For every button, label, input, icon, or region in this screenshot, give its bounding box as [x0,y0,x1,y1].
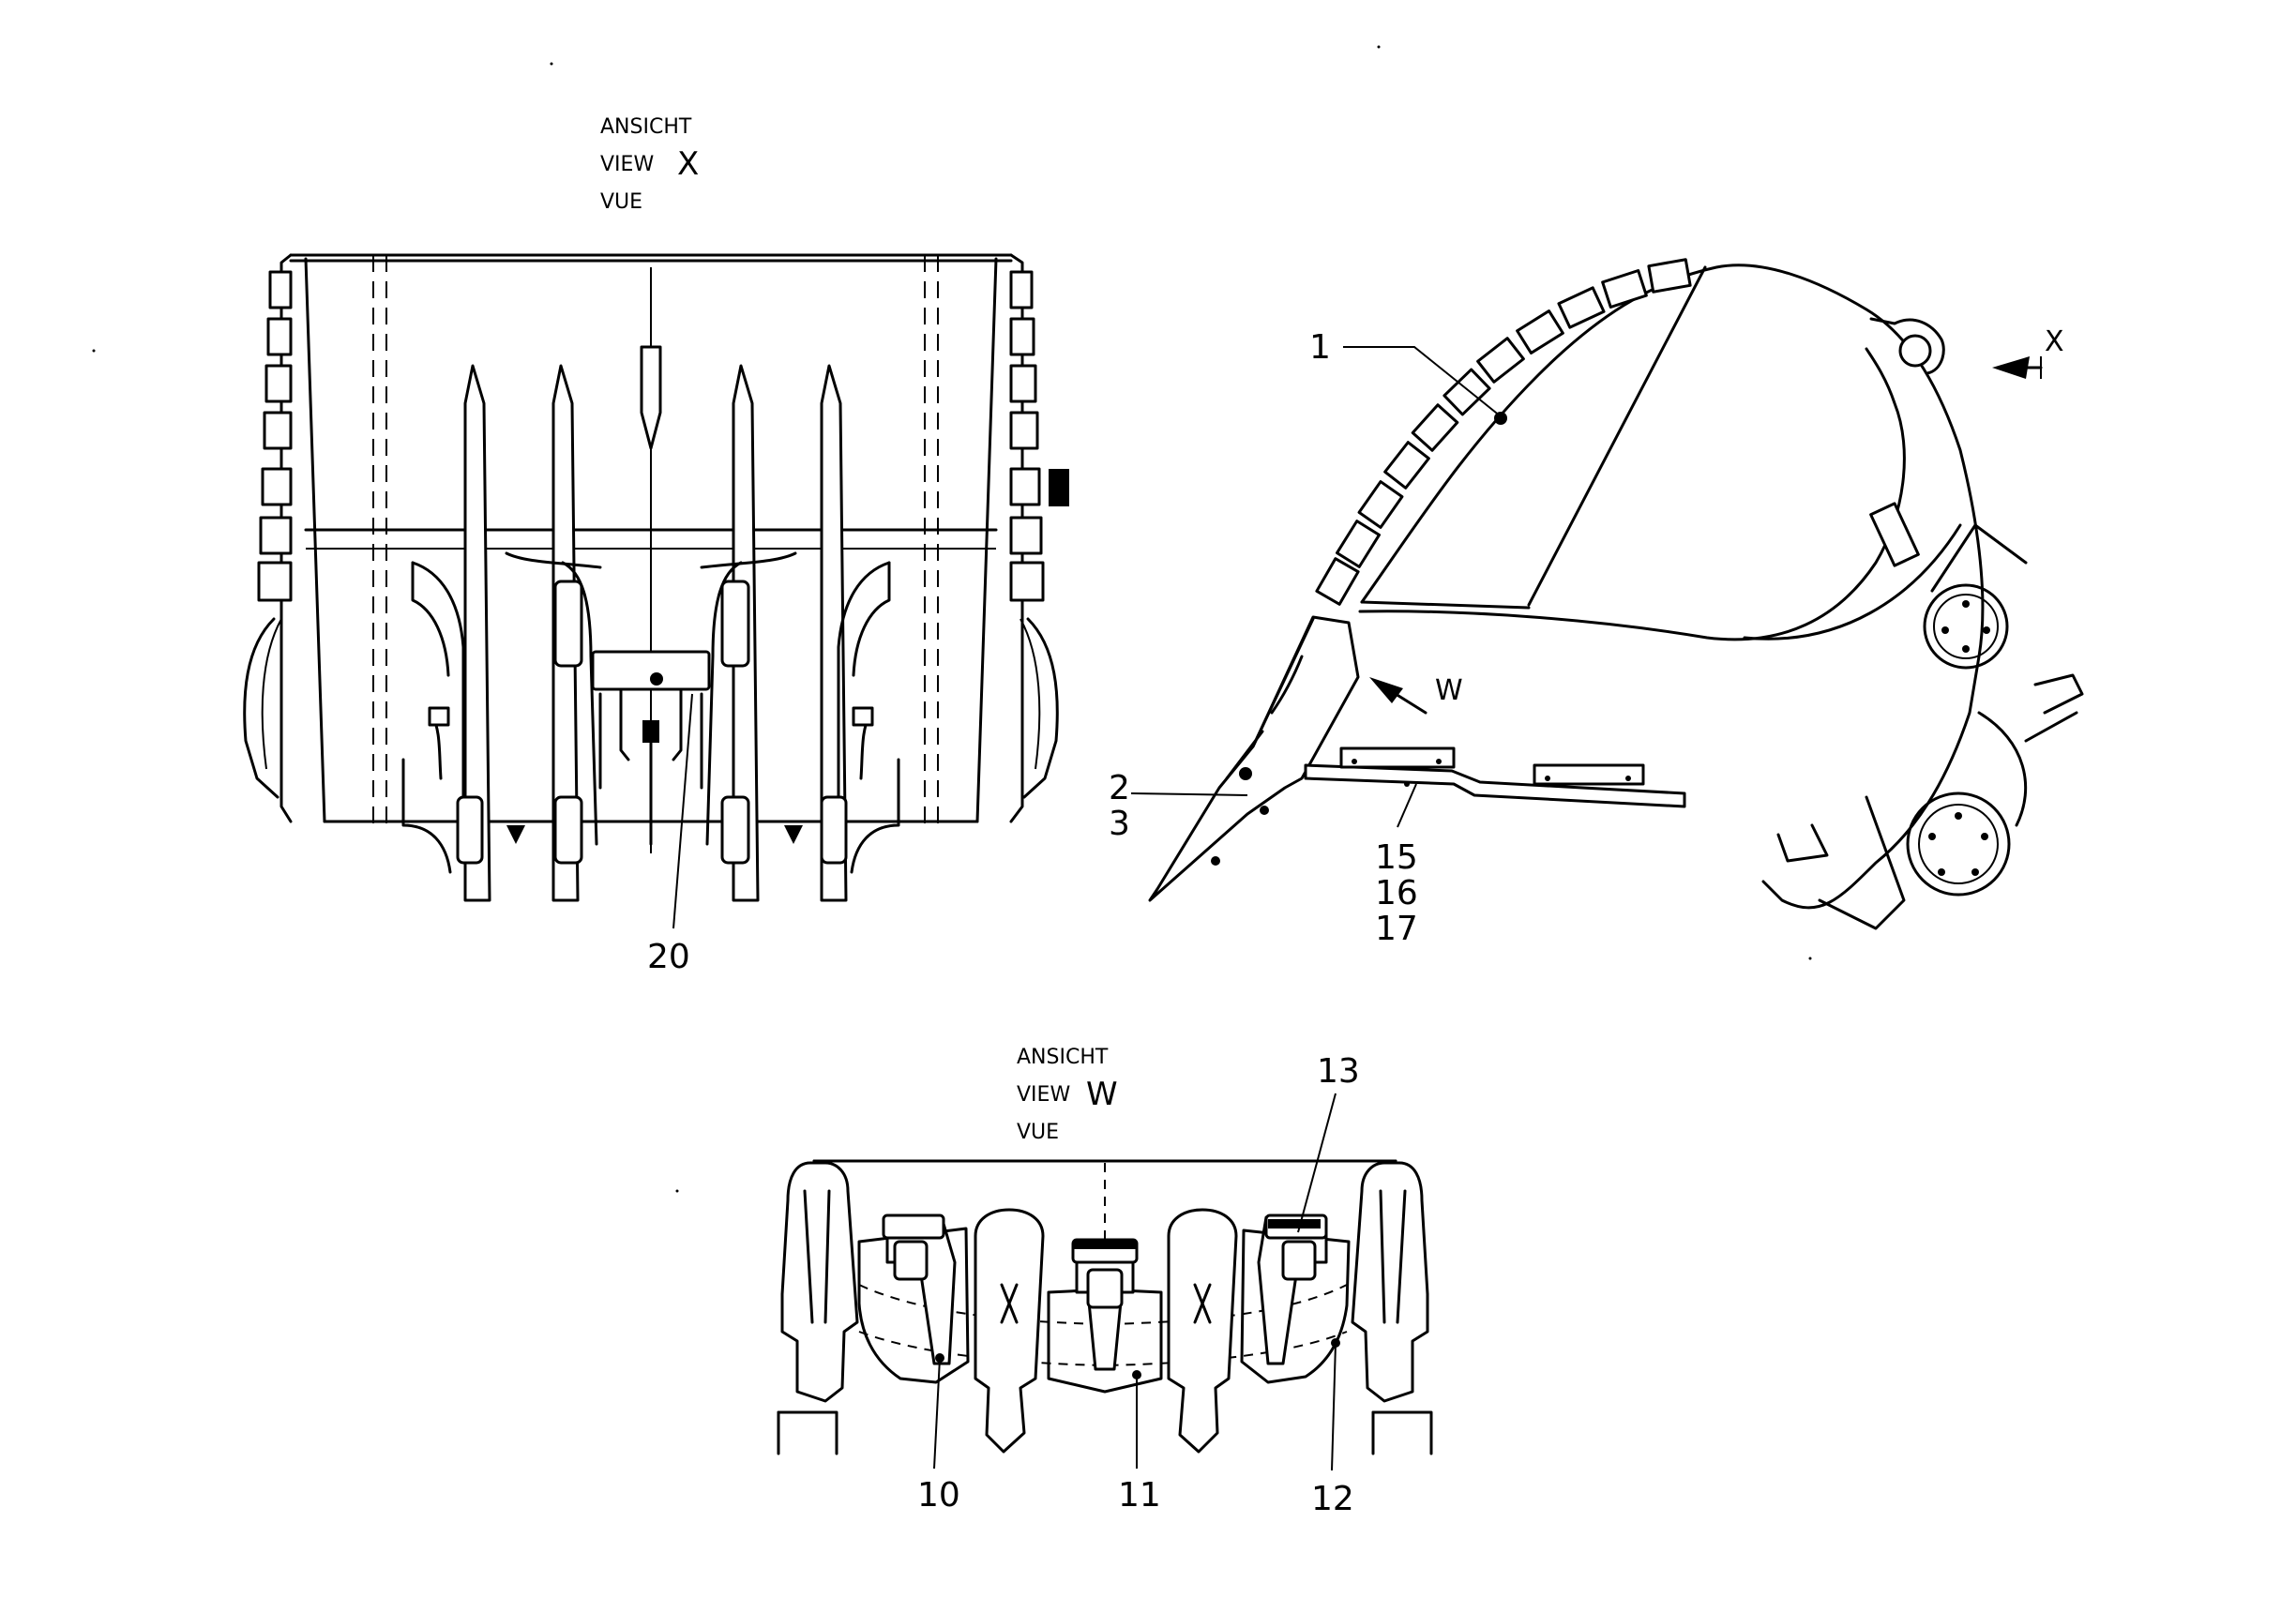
view-x-front-view: ANSICHT VIEW X VUE [243,115,1069,976]
adapter-assemblies-view-x [401,551,900,874]
callout-16: 16 [1375,874,1418,912]
leader-13 [1297,1093,1337,1233]
view-w-bottom-view: ANSICHT VIEW W VUE [777,1046,1433,1518]
teeth-view-w [974,1208,1238,1454]
part-20-box [591,650,711,691]
pin-boss-upper [1923,583,2009,670]
view-w-title-line2: VIEW [1017,1083,1070,1107]
callout-15: 15 [1375,838,1418,877]
view-w-title-line1: ANSICHT [1017,1046,1109,1069]
left-side-wear-blocks [243,270,293,799]
callout-11: 11 [1118,1476,1161,1515]
view-w-title-line3: VUE [1017,1121,1059,1144]
leader-15-16-17 [1397,783,1417,828]
view-w-title-letter: W [1086,1076,1118,1113]
callout-3: 3 [1109,805,1130,843]
lifting-lug [1898,334,1932,368]
arrow-x-label: X [2045,325,2064,358]
arrow-w-label: W [1435,674,1463,707]
tooth-adapter-side [1148,615,1360,902]
view-x-title-line3: VUE [600,190,642,214]
bucket-body-outline [1360,264,1985,910]
teeth-view-x [463,345,848,902]
side-view: X W 1 2 3 15 16 17 [1109,258,2084,948]
callout-20: 20 [647,938,690,976]
callout-13: 13 [1317,1052,1360,1091]
view-x-arrow: X [1992,325,2064,379]
view-x-title-letter: X [677,145,699,183]
view-w-arrow: W [1369,674,1463,715]
lip-wear-plates [1304,746,1686,808]
adapters-view-w [882,1214,1328,1371]
top-wear-blocks [1315,258,1692,606]
leader-1 [1343,346,1502,417]
leader-20 [672,693,693,929]
pin-boss-lower [1906,791,2011,897]
leader-12 [1331,1342,1337,1471]
callout-1: 1 [1309,328,1331,367]
leader-2-3 [1130,792,1248,796]
leader-10 [933,1357,941,1470]
callout-17: 17 [1375,910,1418,948]
scan-specks [92,45,1812,1193]
view-x-title-line2: VIEW [600,153,654,176]
callout-12: 12 [1311,1480,1354,1518]
callout-10: 10 [917,1476,960,1515]
callout-2: 2 [1109,769,1130,807]
view-x-title-line1: ANSICHT [600,115,692,139]
right-side-wear-blocks [1009,270,1069,799]
